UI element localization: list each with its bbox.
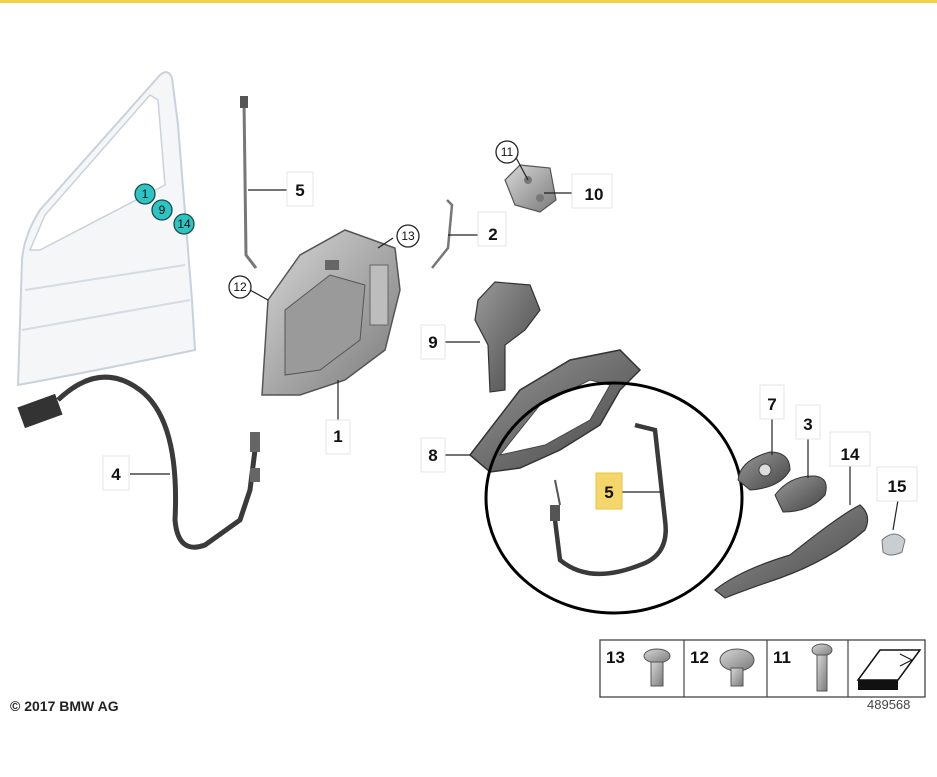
svg-text:9: 9	[428, 333, 437, 352]
circled-callout-11: 11	[495, 140, 519, 164]
svg-text:3: 3	[803, 415, 812, 434]
svg-text:11: 11	[773, 648, 791, 667]
svg-text:13: 13	[401, 229, 415, 243]
part-8-bracket	[474, 281, 541, 393]
callout-6: 5	[286, 171, 314, 207]
callout-4: 4	[102, 455, 130, 491]
part-4-cable	[17, 374, 260, 550]
callout-10: 10	[571, 173, 613, 209]
callout-5-highlighted: 5	[595, 472, 623, 510]
svg-text:5: 5	[295, 181, 304, 200]
part-14-outer-handle	[714, 504, 869, 599]
copyright-text: © 2017 BMW AG	[10, 698, 119, 714]
fastener-12: 12	[690, 648, 755, 687]
callout-1: 1	[325, 419, 351, 455]
callout-9: 8	[420, 437, 446, 473]
fastener-table: 13 12 11	[599, 639, 926, 698]
door-outline-illustration	[16, 71, 197, 387]
circled-callout-12: 12	[228, 275, 252, 299]
svg-text:2: 2	[488, 225, 497, 244]
svg-text:8: 8	[428, 446, 437, 465]
svg-text:7: 7	[767, 395, 776, 414]
callout-14: 14	[829, 431, 871, 467]
part-7-cap	[737, 451, 791, 491]
svg-text:13: 13	[606, 648, 625, 667]
part-15-plug	[881, 533, 906, 556]
door-marker-1: 1	[134, 183, 156, 205]
part-10-striker	[504, 164, 557, 213]
svg-text:9: 9	[159, 203, 166, 217]
highlight-circle	[484, 381, 744, 615]
direction-arrow-icon	[856, 649, 922, 690]
callout-3: 3	[795, 404, 821, 440]
circled-callout-13: 13	[396, 224, 420, 248]
part-3-cover	[774, 475, 827, 513]
svg-text:12: 12	[690, 648, 709, 667]
fastener-13: 13	[606, 648, 671, 687]
fastener-11: 11	[773, 643, 833, 692]
svg-text:10: 10	[585, 185, 604, 204]
diagram-number: 489568	[867, 697, 911, 712]
callout-15: 15	[876, 466, 918, 502]
svg-text:1: 1	[333, 427, 342, 446]
callout-7: 7	[759, 384, 785, 420]
svg-text:4: 4	[111, 465, 121, 484]
svg-text:1: 1	[142, 187, 149, 201]
top-accent-line	[0, 0, 937, 3]
part-1-door-lock	[261, 229, 401, 396]
svg-text:5: 5	[604, 483, 613, 502]
door-marker-9: 9	[151, 199, 173, 221]
part-2-rod	[431, 199, 454, 269]
svg-text:11: 11	[501, 145, 514, 159]
callout-2: 2	[477, 211, 507, 247]
svg-text:15: 15	[888, 477, 907, 496]
svg-text:14: 14	[177, 217, 191, 231]
door-marker-14: 14	[173, 213, 195, 235]
callout-8: 9	[420, 324, 446, 360]
svg-text:12: 12	[233, 280, 247, 294]
part-6-rod	[240, 96, 258, 269]
svg-text:14: 14	[841, 445, 860, 464]
part-5-cable	[550, 422, 668, 577]
